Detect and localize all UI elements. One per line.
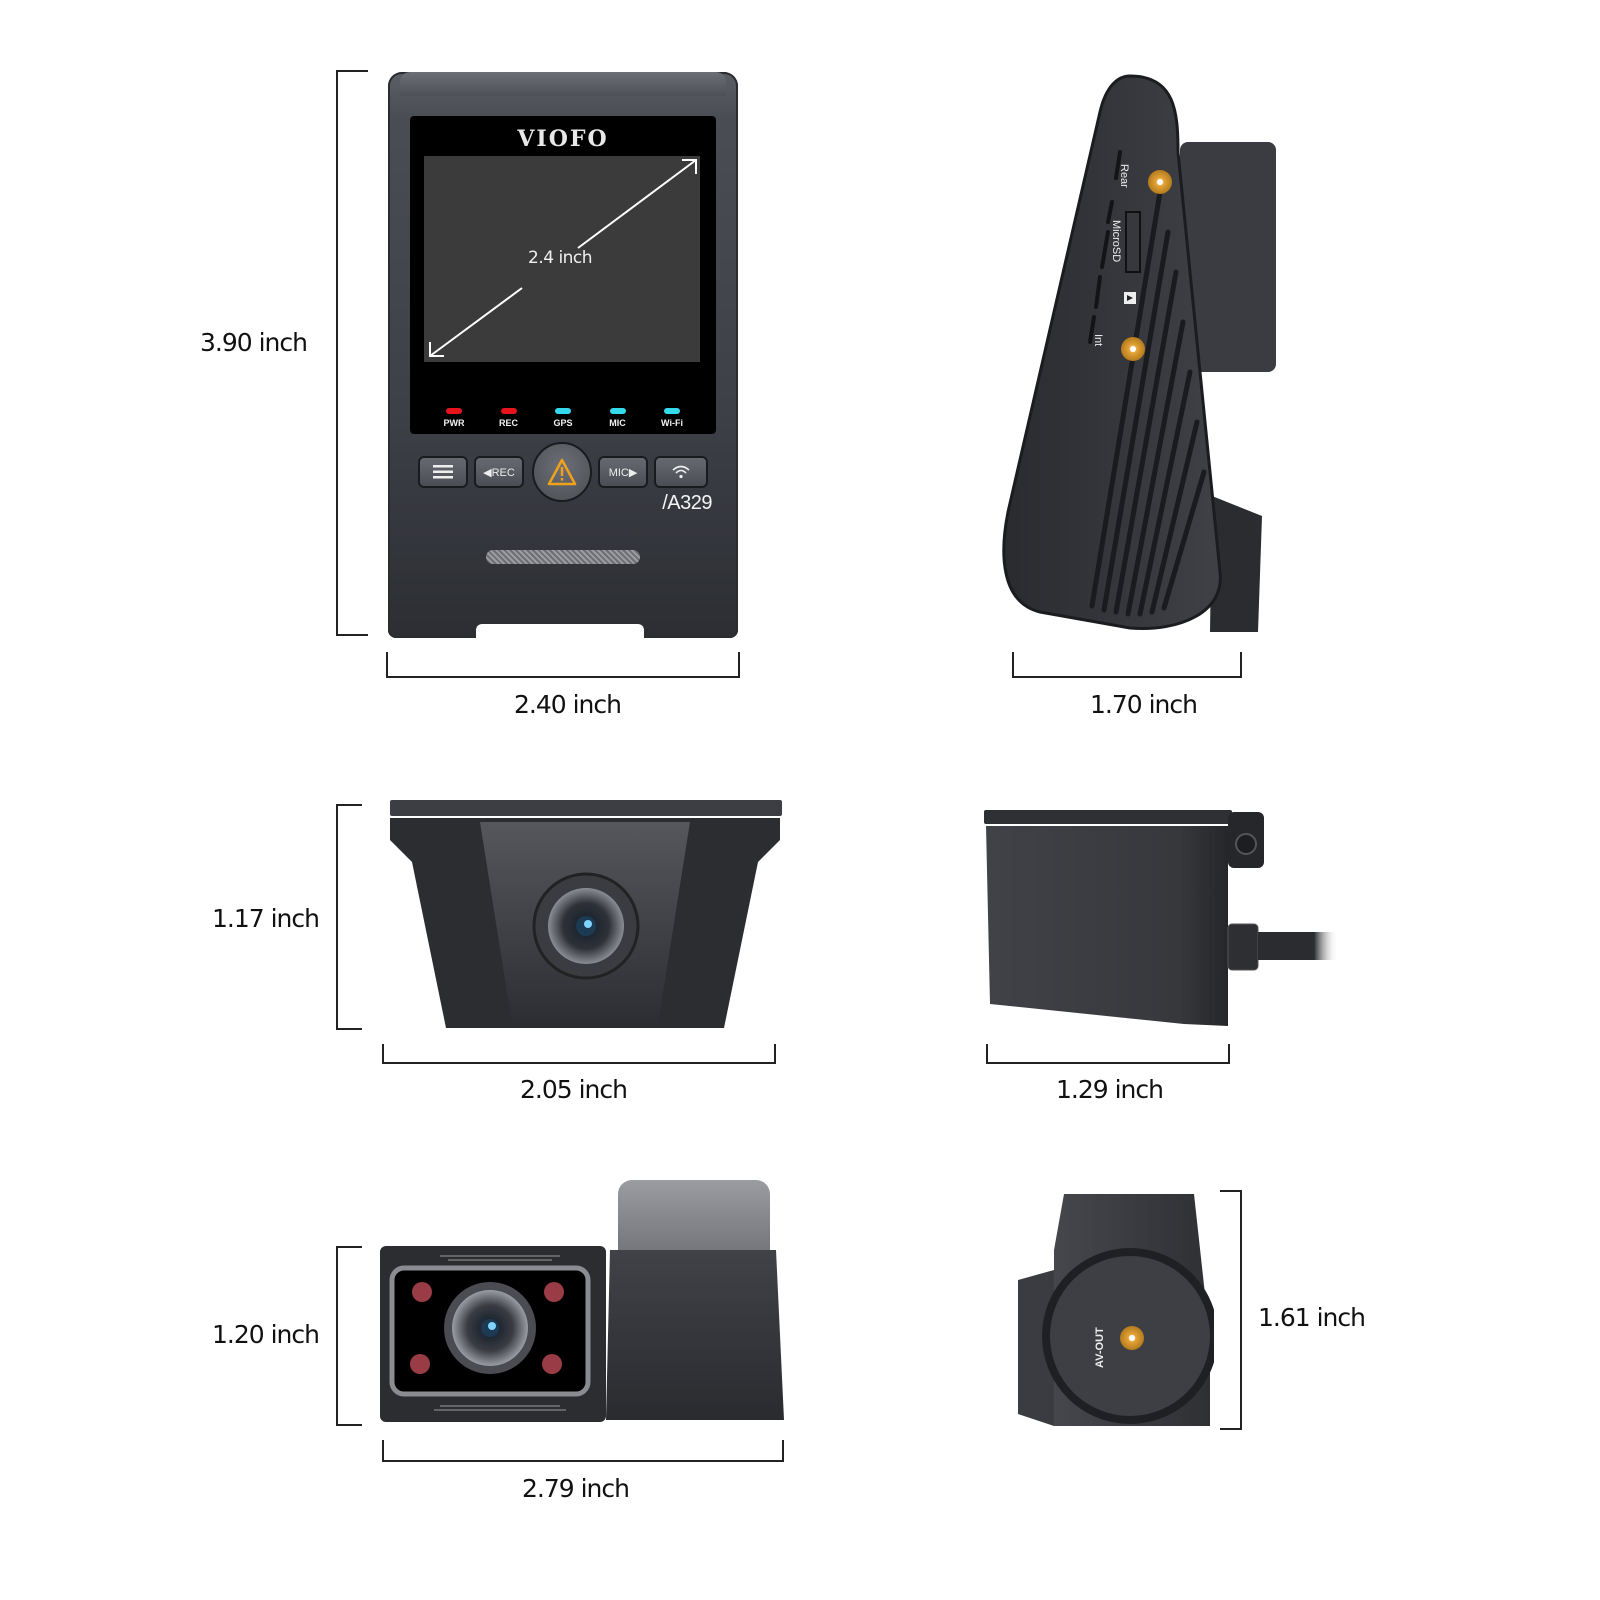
width-bracket-side [1012,652,1242,678]
rear-camera-shape [390,800,782,1028]
rear-camera-front-view [388,800,782,1028]
lcd-screen: 2.4 inch [424,156,700,362]
interior-side-shape [1018,1194,1218,1426]
menu-button [418,456,468,488]
mic-forward-button: MIC▶ [598,456,648,488]
warning-icon [547,458,577,486]
interior-height-label: 1.20 inch [212,1320,320,1349]
dashcam-front-view: VIOFO 2.4 inch PWR REC GPS MIC Wi-Fi ◀RE… [388,72,738,638]
model-label: /A329 [662,492,712,514]
width-bracket-rear-side [986,1044,1230,1064]
side-width-label: 1.70 inch [1090,690,1198,719]
port-label-int: Int [1092,334,1104,347]
interior-camera-front-view [380,1180,784,1422]
port-label-rear: Rear [1118,164,1130,188]
interior-camera-side-view: AV-OUT [1014,1190,1218,1430]
rear-camera-side-shape [984,810,1338,1026]
rear-cam-width-label: 2.05 inch [520,1075,628,1104]
interior-width-label: 2.79 inch [522,1474,630,1503]
rear-cam-height-label: 1.17 inch [212,904,320,933]
front-width-label: 2.40 inch [514,690,622,719]
rec-back-button: ◀REC [474,456,524,488]
width-bracket-interior [382,1440,784,1462]
av-out-label: AV-OUT [1094,1327,1106,1368]
height-bracket-rear-cam [336,804,362,1030]
led-mic: MIC [598,408,638,428]
interior-side-height-label: 1.61 inch [1258,1303,1366,1332]
led-wifi: Wi-Fi [652,408,692,428]
mount-notch [476,624,644,638]
diagonal-arrow-icon [429,159,697,357]
menu-icon [433,465,453,479]
port-label-microsd: MicroSD [1110,220,1122,263]
top-lip [400,72,726,96]
height-bracket-interior [336,1246,362,1426]
rear-side-width-label: 1.29 inch [1056,1075,1164,1104]
emergency-button [532,442,592,502]
side-body-shape [1002,74,1276,632]
screen-size-label: 2.4 inch [528,248,593,268]
front-height-label: 3.90 inch [200,328,308,357]
led-indicator-row: PWR REC GPS MIC Wi-Fi [424,408,702,428]
height-bracket-interior-side [1220,1190,1242,1430]
interior-camera-shape [380,1180,784,1422]
rear-camera-side-view [984,808,1354,1028]
led-rec: REC [489,408,529,428]
wifi-icon [672,465,690,479]
brand-logo: VIOFO [517,126,609,152]
height-bracket-front [336,70,368,636]
width-bracket-rear-cam [382,1044,776,1064]
hardware-button-row: ◀REC MIC▶ [418,442,708,502]
width-bracket-front [386,652,740,678]
wifi-button [654,456,708,488]
dashcam-side-view: Rear MicroSD Int [1000,72,1290,638]
led-gps: GPS [543,408,583,428]
speaker-grille [486,550,640,564]
screen-bezel: VIOFO 2.4 inch PWR REC GPS MIC Wi-Fi [410,116,716,434]
led-pwr: PWR [434,408,474,428]
